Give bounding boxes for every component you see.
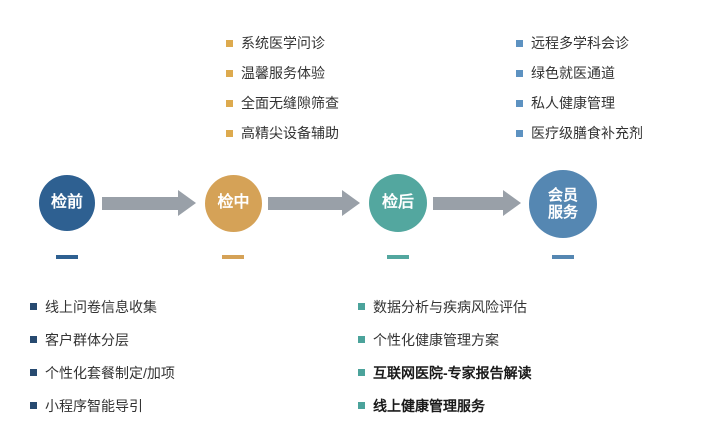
stage-underline: [387, 255, 409, 259]
list-member-services: 远程多学科会诊 绿色就医通道 私人健康管理 医疗级膳食补充剂: [516, 28, 643, 148]
arrow-body: [268, 196, 342, 210]
list-item-text: 个性化套餐制定/加项: [45, 364, 175, 381]
list-item: 个性化健康管理方案: [358, 323, 532, 356]
arrow-right-icon: [102, 190, 196, 216]
bullet-square-icon: [516, 69, 523, 77]
stage-underline: [56, 255, 78, 259]
bullet-square-icon: [30, 303, 37, 310]
bullet-square-icon: [30, 336, 37, 343]
list-item: 医疗级膳食补充剂: [516, 118, 643, 148]
list-item-text: 绿色就医通道: [531, 65, 615, 81]
list-item-text: 个性化健康管理方案: [373, 331, 499, 348]
list-item: 线上问卷信息收集: [30, 290, 175, 323]
list-item: 私人健康管理: [516, 88, 643, 118]
list-item-text: 系统医学问诊: [241, 35, 325, 51]
list-item: 线上健康管理服务: [358, 389, 532, 422]
stage-underline: [222, 255, 244, 259]
list-item: 客户群体分层: [30, 323, 175, 356]
arrow-head: [503, 190, 521, 216]
list-item: 数据分析与疾病风险评估: [358, 290, 532, 323]
arrow-head: [178, 190, 196, 216]
list-item: 高精尖设备辅助: [226, 118, 339, 148]
bullet-square-icon: [358, 402, 365, 409]
bullet-square-icon: [358, 303, 365, 310]
stage-label: 检前: [50, 193, 83, 211]
stage-circle-during-exam: 检中: [205, 175, 262, 232]
list-item-text: 远程多学科会诊: [531, 35, 629, 51]
stage-label: 检中: [217, 194, 250, 212]
bullet-square-icon: [226, 99, 233, 107]
list-item: 温馨服务体验: [226, 58, 339, 88]
list-item-text: 客户群体分层: [45, 331, 129, 348]
list-item-text: 小程序智能导引: [45, 397, 143, 414]
bullet-square-icon: [226, 129, 233, 137]
stage-circle-member-services: 会员服务: [529, 170, 597, 238]
list-during-exam: 系统医学问诊 温馨服务体验 全面无缝隙筛查 高精尖设备辅助: [226, 28, 339, 148]
arrow-body: [433, 196, 503, 210]
arrow-right-icon: [433, 190, 521, 216]
stage-underline: [552, 255, 574, 259]
list-item: 全面无缝隙筛查: [226, 88, 339, 118]
list-post-exam: 数据分析与疾病风险评估 个性化健康管理方案 互联网医院-专家报告解读 线上健康管…: [358, 290, 532, 422]
bullet-square-icon: [30, 402, 37, 409]
bullet-square-icon: [516, 129, 523, 137]
list-item-text: 线上健康管理服务: [373, 397, 485, 414]
list-item-text: 私人健康管理: [531, 95, 615, 111]
arrow-body: [102, 196, 178, 210]
arrow-right-icon: [268, 190, 360, 216]
stage-circle-pre-exam: 检前: [39, 175, 95, 231]
bullet-square-icon: [30, 369, 37, 376]
list-item: 小程序智能导引: [30, 389, 175, 422]
list-item: 远程多学科会诊: [516, 28, 643, 58]
bullet-square-icon: [516, 99, 523, 107]
bullet-square-icon: [358, 336, 365, 343]
list-item-text: 医疗级膳食补充剂: [531, 125, 643, 141]
stage-label: 会员服务: [547, 186, 578, 221]
bullet-square-icon: [226, 69, 233, 77]
list-item: 系统医学问诊: [226, 28, 339, 58]
stage-label: 检后: [381, 193, 414, 211]
stage-circle-post-exam: 检后: [369, 174, 427, 232]
list-item: 绿色就医通道: [516, 58, 643, 88]
arrow-head: [342, 190, 360, 216]
bullet-square-icon: [358, 369, 365, 376]
list-item-text: 互联网医院-专家报告解读: [373, 364, 532, 381]
bullet-square-icon: [516, 39, 523, 47]
list-item-text: 数据分析与疾病风险评估: [373, 298, 527, 315]
list-item-text: 全面无缝隙筛查: [241, 95, 339, 111]
bullet-square-icon: [226, 39, 233, 47]
list-item-text: 线上问卷信息收集: [45, 298, 157, 315]
list-item: 个性化套餐制定/加项: [30, 356, 175, 389]
list-item-text: 温馨服务体验: [241, 65, 325, 81]
list-item-text: 高精尖设备辅助: [241, 125, 339, 141]
list-item: 互联网医院-专家报告解读: [358, 356, 532, 389]
list-pre-exam: 线上问卷信息收集 客户群体分层 个性化套餐制定/加项 小程序智能导引: [30, 290, 175, 422]
